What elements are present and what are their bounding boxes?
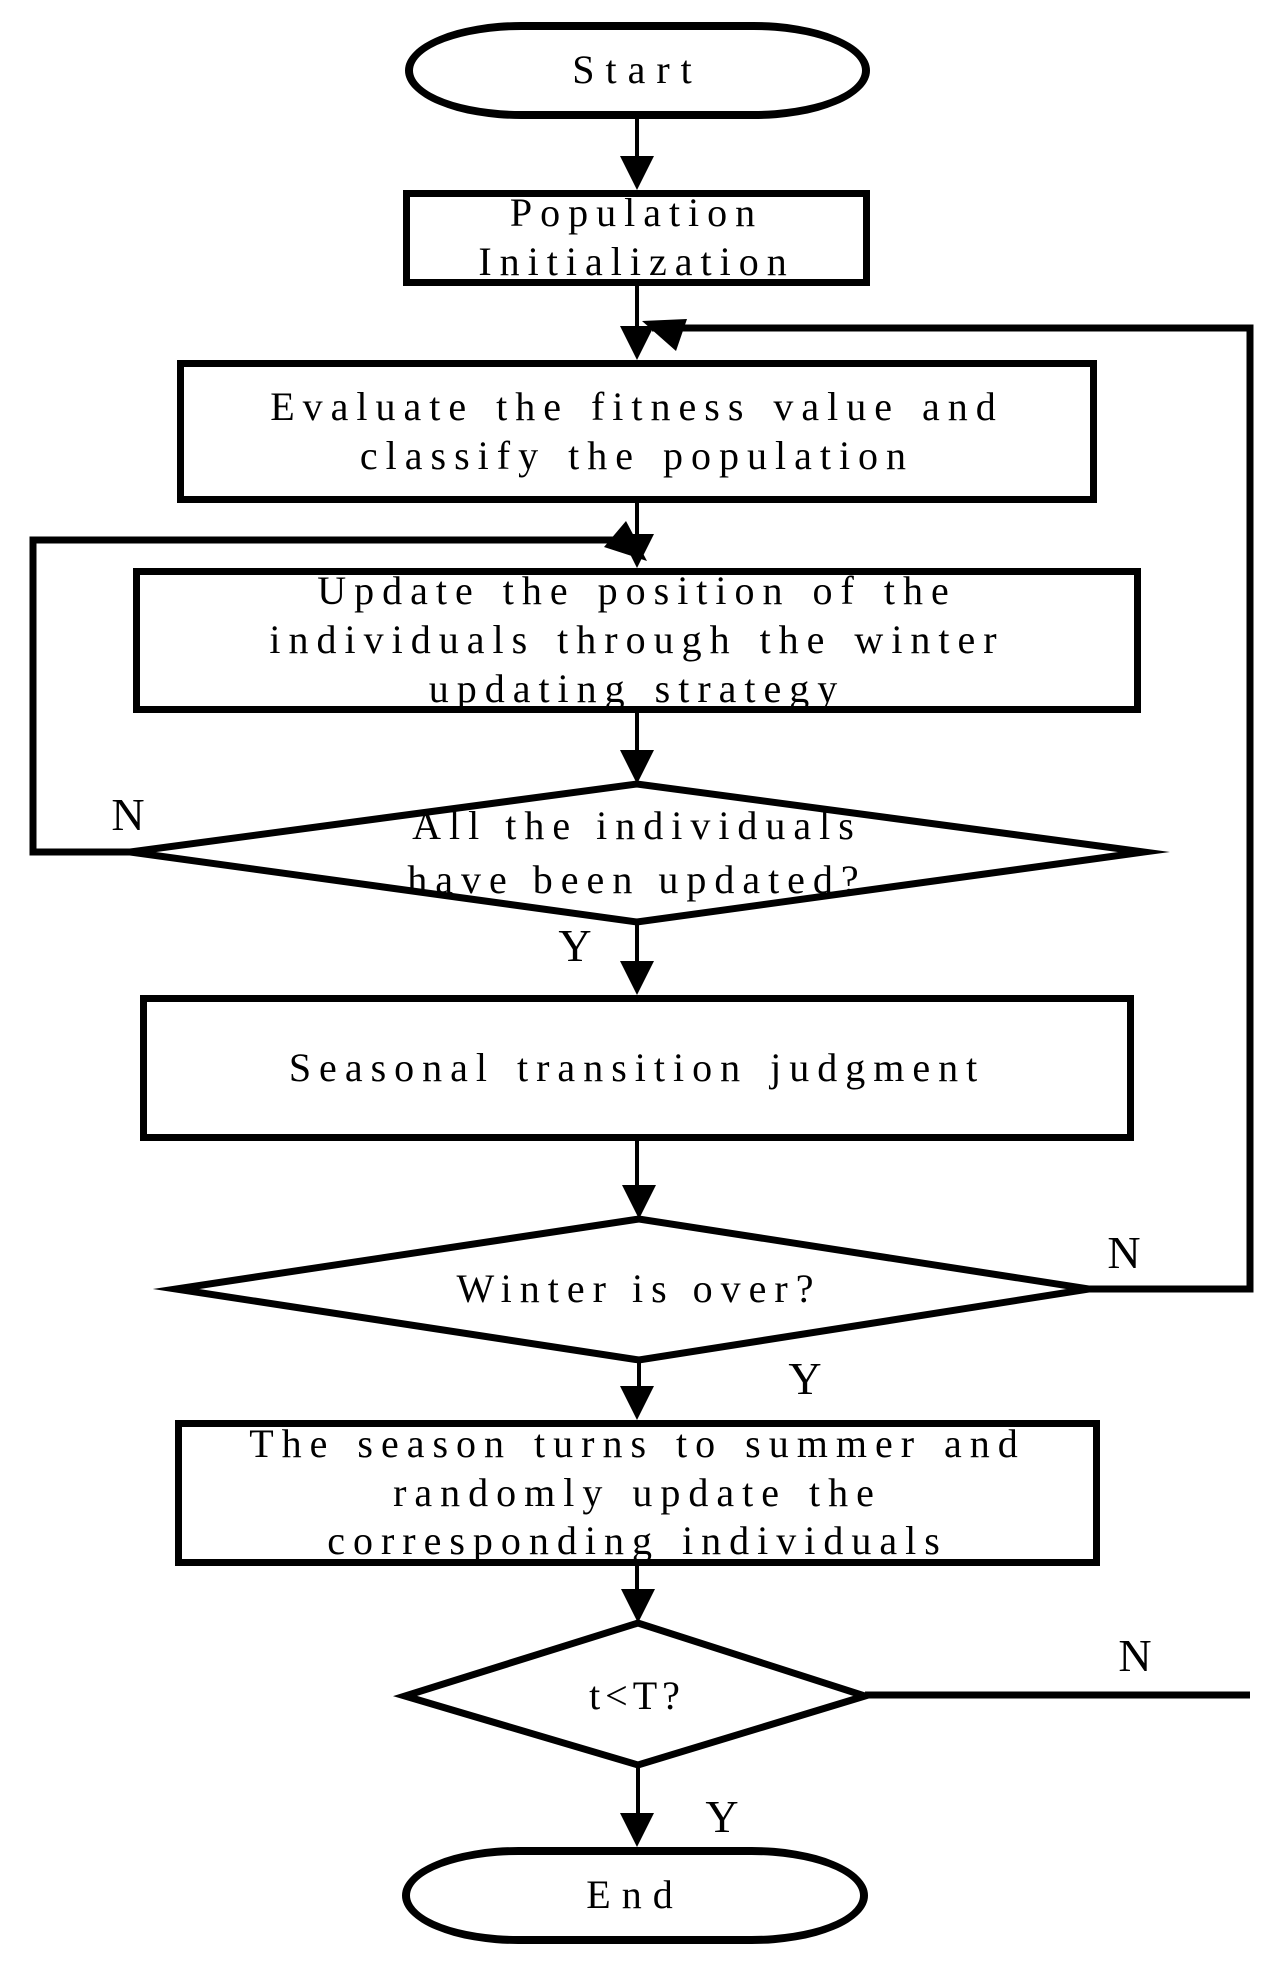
arrowhead-icon bbox=[621, 1589, 655, 1623]
node-summer-update-label: The season turns to summer and randomly … bbox=[249, 1420, 1026, 1564]
arrowhead-icon bbox=[620, 156, 654, 190]
arrowhead-icon bbox=[620, 1386, 654, 1420]
edge-label-winter-over-yes: Y bbox=[788, 1352, 822, 1404]
edge-label-winter-over-no: N bbox=[1107, 1226, 1141, 1278]
edge-label-iteration-no: N bbox=[1118, 1629, 1152, 1681]
node-winter-update: Update the position of the individuals t… bbox=[133, 568, 1141, 713]
node-population-initialization-label: Population Initialization bbox=[478, 190, 795, 284]
node-end: End bbox=[402, 1847, 868, 1944]
arrowhead-icon bbox=[620, 961, 654, 995]
node-iteration-decision-label: t<T? bbox=[589, 1673, 685, 1718]
node-summer-update: The season turns to summer and randomly … bbox=[175, 1420, 1100, 1566]
arrowhead-icon bbox=[620, 1813, 654, 1847]
node-start-label: Start bbox=[572, 47, 703, 93]
node-evaluate-fitness-label: Evaluate the fitness value and classify … bbox=[270, 383, 1004, 478]
arrowhead-icon bbox=[620, 750, 654, 784]
node-winter-update-label: Update the position of the individuals t… bbox=[269, 568, 1005, 711]
node-seasonal-judgment: Seasonal transition judgment bbox=[140, 995, 1134, 1141]
node-population-initialization: Population Initialization bbox=[403, 190, 870, 286]
edge-label-all-updated-yes: Y bbox=[558, 919, 592, 971]
node-winter-over-decision-label: Winter is over? bbox=[456, 1266, 822, 1311]
node-seasonal-judgment-label: Seasonal transition judgment bbox=[288, 1044, 986, 1090]
edge-all-updated-no-loop bbox=[29, 536, 622, 856]
arrowhead-icon bbox=[620, 326, 654, 360]
node-all-updated-decision-label: All the individuals have been updated? bbox=[407, 803, 867, 902]
arrowhead-icon bbox=[620, 534, 654, 568]
node-start: Start bbox=[405, 22, 870, 119]
edge-label-iteration-yes: Y bbox=[705, 1790, 739, 1842]
node-evaluate-fitness: Evaluate the fitness value and classify … bbox=[177, 360, 1097, 503]
edge-label-all-updated-no: N bbox=[111, 788, 145, 840]
arrowhead-icon bbox=[622, 1185, 656, 1219]
edge-winter-over-no-loop bbox=[652, 324, 1254, 1293]
node-end-label: End bbox=[586, 1872, 684, 1918]
